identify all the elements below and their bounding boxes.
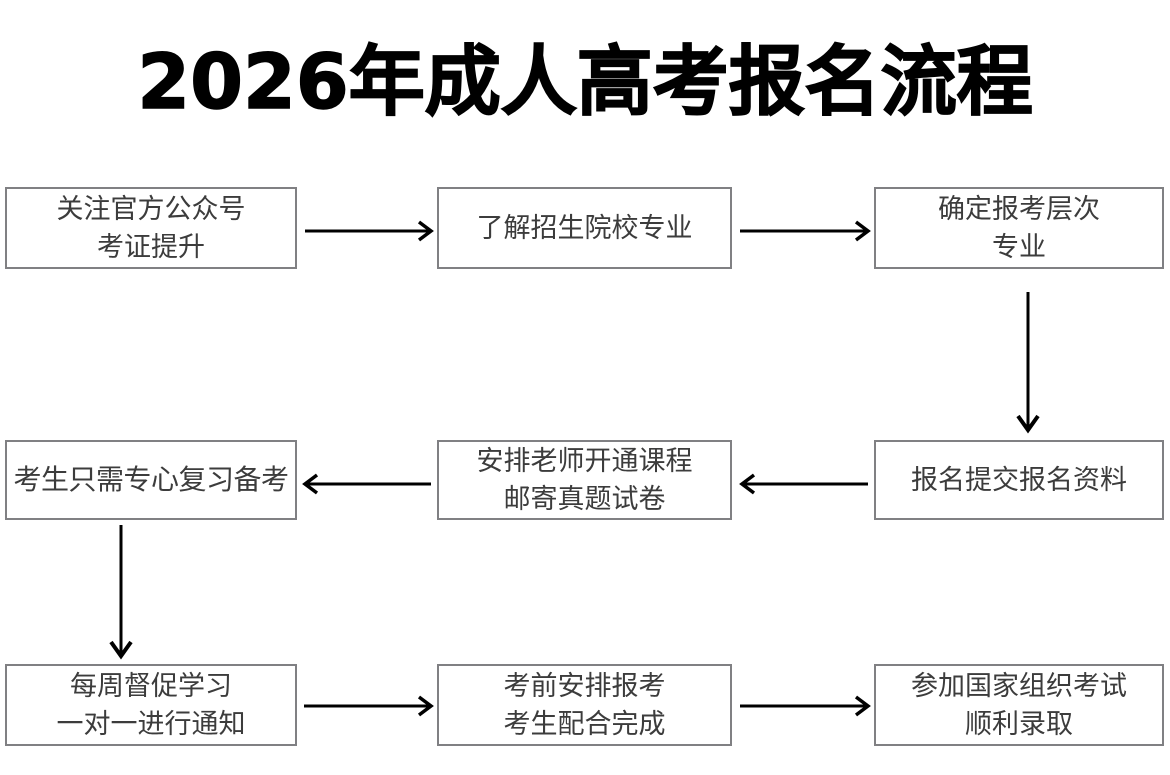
flow-node-6-line1: 报名提交报名资料 bbox=[911, 465, 1127, 495]
flow-node-3[interactable]: 确定报考层次 专业 bbox=[874, 187, 1164, 269]
flow-node-9[interactable]: 参加国家组织考试 顺利录取 bbox=[874, 664, 1164, 746]
arrow-node8-to-node9 bbox=[740, 695, 871, 717]
arrow-node1-to-node2 bbox=[305, 220, 434, 242]
flow-node-5-line1: 安排老师开通课程 bbox=[476, 446, 693, 476]
flow-node-7-line1: 每周督促学习 bbox=[70, 671, 232, 701]
flow-node-6[interactable]: 报名提交报名资料 bbox=[874, 440, 1164, 520]
flow-node-1-line2: 考证提升 bbox=[97, 232, 205, 262]
flow-node-4-line1: 考生只需专心复习备考 bbox=[13, 464, 289, 495]
flow-node-2[interactable]: 了解招生院校专业 bbox=[437, 187, 732, 269]
flow-node-4[interactable]: 考生只需专心复习备考 bbox=[5, 440, 297, 520]
arrow-node7-to-node8 bbox=[304, 695, 434, 717]
flow-node-9-line1: 参加国家组织考试 bbox=[911, 671, 1127, 701]
flow-node-7-line2: 一对一进行通知 bbox=[56, 709, 246, 739]
page-title: 2026年成人高考报名流程 bbox=[137, 36, 1034, 126]
flow-node-5-line2: 邮寄真题试卷 bbox=[503, 484, 666, 514]
arrow-node3-to-node6 bbox=[1016, 292, 1040, 434]
arrow-node2-to-node3 bbox=[740, 220, 871, 242]
flow-node-7[interactable]: 每周督促学习 一对一进行通知 bbox=[5, 664, 297, 746]
flow-node-5[interactable]: 安排老师开通课程 邮寄真题试卷 bbox=[437, 440, 732, 520]
arrow-node6-to-node5 bbox=[739, 473, 868, 495]
flow-node-2-line1: 了解招生院校专业 bbox=[476, 213, 693, 243]
flow-node-8-line1: 考前安排报考 bbox=[503, 671, 666, 701]
arrow-node4-to-node7 bbox=[109, 525, 133, 660]
flow-node-8-line2: 考生配合完成 bbox=[503, 709, 666, 739]
flow-node-3-line2: 专业 bbox=[992, 232, 1046, 262]
flow-node-1-line1: 关注官方公众号 bbox=[56, 194, 246, 224]
arrow-node5-to-node4 bbox=[302, 473, 431, 495]
flow-node-1[interactable]: 关注官方公众号 考证提升 bbox=[5, 187, 297, 269]
flow-node-9-line2: 顺利录取 bbox=[965, 709, 1073, 739]
flow-node-8[interactable]: 考前安排报考 考生配合完成 bbox=[437, 664, 732, 746]
flow-node-3-line1: 确定报考层次 bbox=[938, 194, 1100, 224]
